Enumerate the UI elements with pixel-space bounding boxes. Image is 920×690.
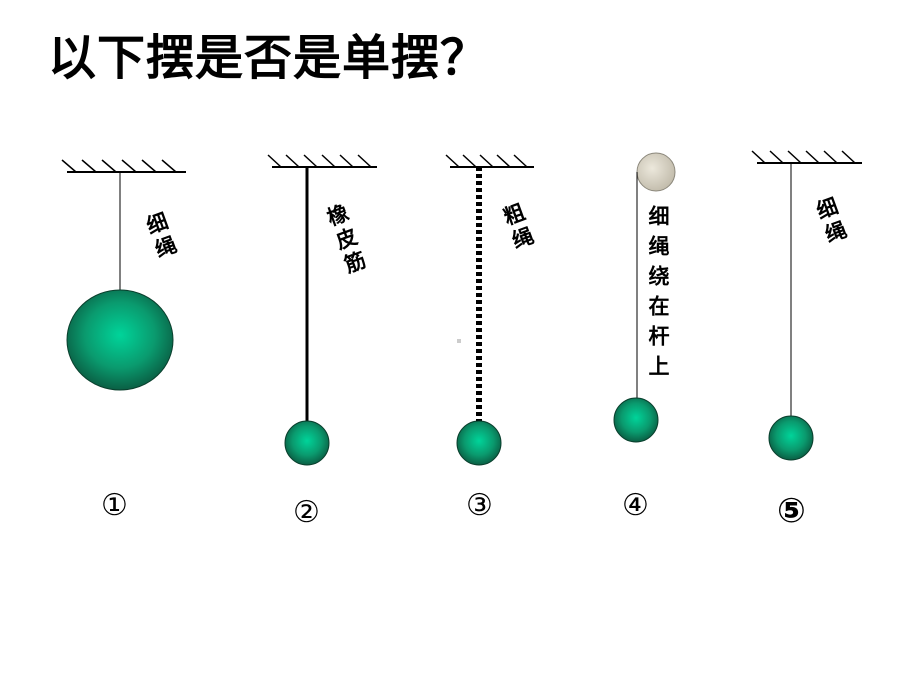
slide-title: 以下摆是否是单摆？ [48, 30, 490, 86]
pendulum-5 [751, 150, 862, 461]
number-3: ③ [466, 488, 493, 523]
bob-5 [768, 415, 814, 461]
speck-mark [457, 339, 461, 343]
bob-2 [284, 420, 330, 466]
ceiling-support-3 [445, 154, 534, 168]
ceiling-support-1 [61, 159, 186, 173]
ceiling-support-5 [751, 150, 862, 164]
pendulum-1 [61, 159, 186, 391]
number-1: ① [101, 488, 128, 523]
pendulum-3 [445, 154, 534, 466]
ceiling-support-2 [267, 154, 377, 168]
large-bob-1 [66, 289, 174, 391]
number-5: ⑤ [777, 491, 806, 531]
pendulum-4 [613, 152, 676, 443]
rod-cross-section-4 [636, 152, 676, 192]
number-4: ④ [622, 488, 649, 523]
bob-3 [456, 420, 502, 466]
pendulum-2 [267, 154, 377, 466]
bob-4 [613, 397, 659, 443]
label-rod-4: 细绳绕在杆上 [646, 205, 670, 385]
number-2: ② [293, 495, 320, 530]
